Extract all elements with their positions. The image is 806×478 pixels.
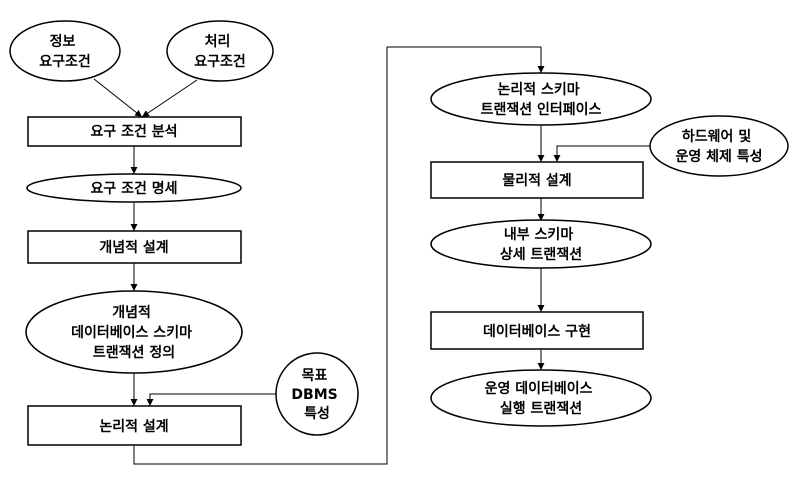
svg-text:하드웨어 및 운영 체제 특성: 하드웨어 및 운영 체제 특성 [675,128,762,165]
arrow-logical-to-logical-out [133,46,545,465]
node-physical-design: 물리적 설계 [430,161,644,199]
flow-arrows [93,46,650,465]
arrow-proc-to-analysis [141,79,198,118]
svg-text:목표 DBMS 특성: 목표 DBMS 특성 [291,368,342,422]
node-logical-design: 논리적 설계 [27,405,242,446]
node-conceptual-design: 개념적 설계 [27,230,242,264]
node-requirements-analysis: 요구 조건 분석 [27,116,242,147]
svg-text:물리적 설계: 물리적 설계 [502,172,571,189]
node-internal-schema: 내부 스키마 상세 트랜잭션 [430,219,652,269]
node-conceptual-schema: 개념적 데이터베이스 스키마 트랜잭션 정의 [25,290,243,374]
svg-text:개념적 설계: 개념적 설계 [99,239,168,256]
node-logical-schema: 논리적 스키마 트랜잭션 인터페이스 [430,72,652,126]
arrow-info-to-analysis [93,78,143,118]
node-processing-requirements: 처리 요구조건 [166,20,274,82]
svg-text:내부 스키마 상세 트랜잭션: 내부 스키마 상세 트랜잭션 [500,227,582,263]
svg-text:요구 조건 명세: 요구 조건 명세 [90,180,177,197]
node-database-implementation: 데이터베이스 구현 [430,311,644,350]
node-requirements-specification: 요구 조건 명세 [26,173,242,203]
arrow-dbms-to-logical [146,393,276,406]
svg-text:정보 요구조건: 정보 요구조건 [39,33,91,70]
svg-text:요구 조건 분석: 요구 조건 분석 [90,123,177,140]
arrow-hw-to-physical [553,145,650,162]
svg-text:데이터베이스 구현: 데이터베이스 구현 [483,323,591,340]
node-operational-database: 운영 데이터베이스 실행 트랜잭션 [430,369,652,427]
node-target-dbms: 목표 DBMS 특성 [275,352,359,436]
node-info-requirements: 정보 요구조건 [9,20,121,82]
svg-text:처리 요구조건: 처리 요구조건 [194,34,246,70]
svg-text:논리적 스키마 트랜잭션 인터페이스: 논리적 스키마 트랜잭션 인터페이스 [481,81,602,118]
svg-text:운영 데이터베이스 실행 트랜잭션: 운영 데이터베이스 실행 트랜잭션 [485,380,598,417]
svg-text:논리적 설계: 논리적 설계 [99,418,168,435]
node-hardware-os: 하드웨어 및 운영 체제 특성 [649,115,789,177]
svg-text:개념적 데이터베이스 스키마 트랜잭: 개념적 데이터베이스 스키마 트랜잭션 정의 [71,304,197,361]
